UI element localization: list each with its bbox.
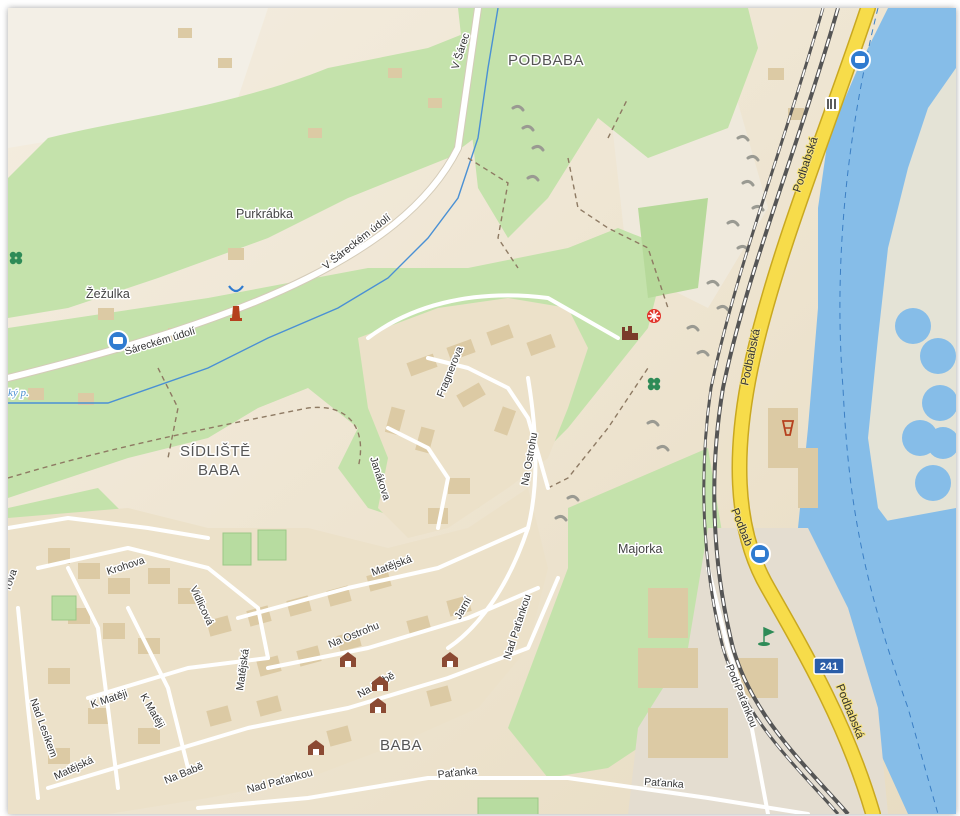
sarecky-stream [8, 8, 499, 404]
road-shield-241[interactable]: 241 [813, 657, 845, 675]
harbor-basin [848, 508, 956, 668]
area-label-podbaba: PODBABA [508, 52, 584, 69]
street-label-patanka-1: Paťanka [437, 765, 478, 781]
tower-icon[interactable] [781, 420, 795, 436]
road-shield-label: 241 [820, 661, 838, 673]
castle-ruin-icon[interactable] [622, 326, 638, 340]
forest-area [638, 198, 708, 298]
golf-icon[interactable] [758, 626, 775, 646]
place-label-purkrabka: Purkrábka [236, 207, 293, 221]
terrain-shading [8, 8, 268, 148]
villa-icon[interactable] [340, 652, 356, 667]
point-of-interest-icon[interactable] [647, 309, 661, 323]
built-up-area [358, 298, 588, 538]
footpaths [8, 97, 669, 489]
villa-icon[interactable] [308, 740, 324, 755]
map-frame[interactable]: PODBABA SÍDLIŠTĚ BABA BABA Purkrábka Žež… [8, 8, 956, 814]
cliff-marks [511, 104, 765, 522]
villa-icon[interactable] [442, 652, 458, 667]
bus-stop-icon[interactable] [107, 330, 129, 352]
map-canvas[interactable]: PODBABA SÍDLIŠTĚ BABA BABA Purkrábka Žež… [8, 8, 956, 814]
villa-icon[interactable] [370, 698, 386, 713]
sports-field [51, 595, 77, 621]
forest-area [8, 28, 488, 318]
treatment-tanks [895, 308, 956, 501]
street-label-patanka-2: Paťanka [644, 776, 684, 791]
sports-field [257, 529, 287, 561]
buildings [28, 28, 818, 764]
sports-field [222, 532, 252, 566]
bus-stop-icon[interactable] [849, 49, 871, 71]
area-label-sidliste-baba: BABA [198, 462, 240, 479]
bus-stop-icon[interactable] [749, 543, 771, 565]
railway [702, 8, 850, 814]
villa-icon[interactable] [372, 676, 388, 691]
restaurant-icon[interactable] [825, 97, 839, 111]
sports-field [477, 797, 539, 814]
monument-icon[interactable] [230, 306, 242, 321]
place-label-majorka: Majorka [618, 542, 663, 556]
clover-icon[interactable] [9, 251, 23, 265]
place-label-zezulka: Žežulka [86, 286, 130, 301]
podbabska-main-road [731, 8, 881, 814]
viewpoint-icon[interactable] [228, 285, 244, 293]
forest-area [458, 8, 758, 238]
area-label-sidliste: SÍDLIŠTĚ [180, 443, 251, 460]
clover-icon[interactable] [647, 377, 661, 391]
street-network [8, 8, 810, 814]
area-label-baba: BABA [380, 737, 422, 754]
water-label-stream: ký p. [8, 387, 29, 399]
